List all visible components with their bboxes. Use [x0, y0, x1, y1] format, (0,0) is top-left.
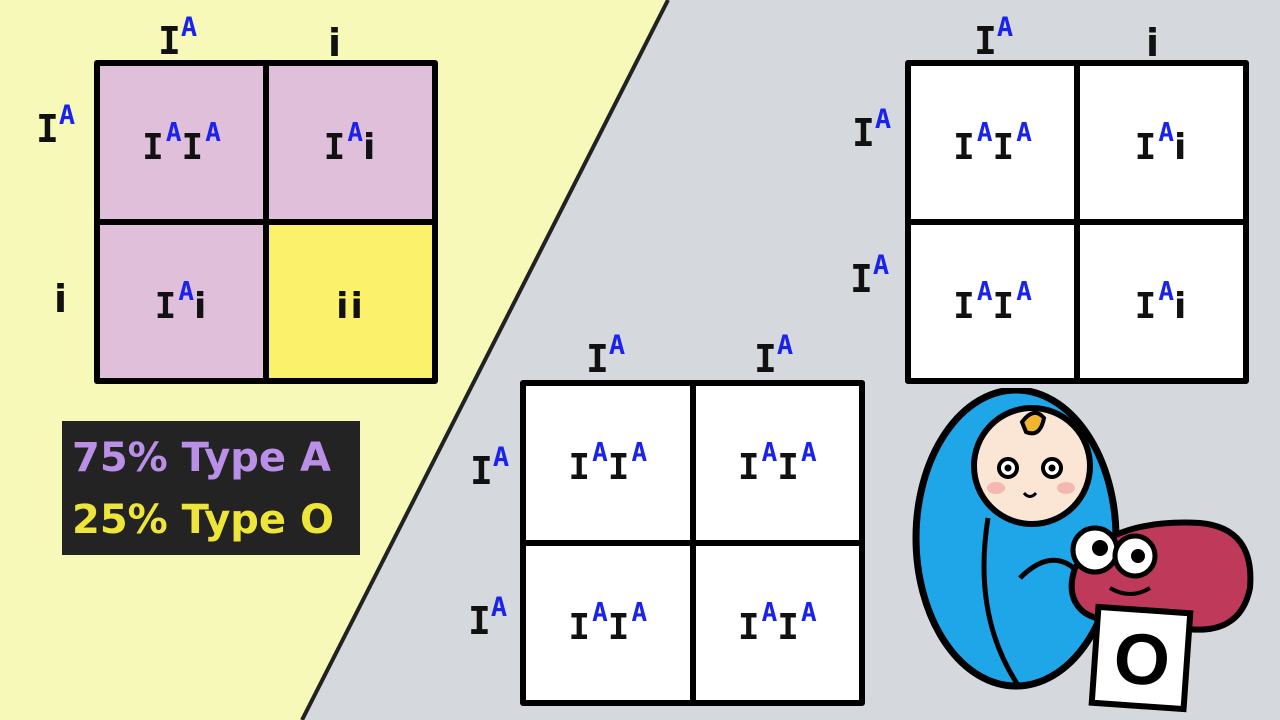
s1-cell-2: IAi	[269, 66, 432, 219]
s2-cell-3: IAIA	[911, 225, 1074, 378]
s1-side-allele-1: IA	[36, 100, 76, 151]
s3-cell-3: IAIA	[526, 546, 690, 700]
s1-cell-3: IAi	[100, 225, 263, 378]
s2-cell-1: IAIA	[911, 66, 1074, 219]
s1-cell-4: ii	[269, 225, 432, 378]
s2-side-allele-1: IA	[852, 104, 892, 155]
baby-face-icon	[971, 405, 1093, 527]
s1-top-allele-1: IA	[158, 12, 198, 63]
s2-top-allele-1: IA	[974, 12, 1014, 63]
punnett-square-2: IAIA IAi IAIA IAi	[905, 60, 1249, 384]
s3-top-allele-2: IA	[754, 330, 794, 381]
punnett-square-1: IAIA IAi IAi ii	[94, 60, 438, 384]
s3-cell-2: IAIA	[695, 386, 859, 540]
s2-cell-2: IAi	[1080, 66, 1243, 219]
baby-illustration: O	[912, 388, 1254, 713]
s3-cell-1: IAIA	[526, 386, 690, 540]
s3-cell-4: IAIA	[695, 546, 859, 700]
type-a-ratio: 75% Type A	[72, 435, 331, 481]
protein-character-icon	[1068, 519, 1254, 633]
s2-side-allele-2: IA	[850, 250, 890, 301]
s1-side-allele-2: i	[54, 277, 68, 321]
phenotype-ratio-box: 75% Type A 25% Type O	[62, 421, 360, 555]
type-o-card-label: O	[1111, 618, 1172, 702]
punnett-square-3: IAIA IAIA IAIA IAIA	[520, 380, 865, 706]
s3-side-allele-1: IA	[470, 442, 510, 493]
s3-top-allele-1: IA	[586, 330, 626, 381]
s1-cell-1: IAIA	[100, 66, 263, 219]
s1-top-allele-2: i	[328, 21, 342, 65]
type-o-card: O	[1088, 603, 1194, 713]
s2-top-allele-2: i	[1146, 21, 1160, 65]
type-o-ratio: 25% Type O	[72, 497, 334, 543]
s2-cell-4: IAi	[1080, 225, 1243, 378]
s3-side-allele-2: IA	[468, 592, 508, 643]
